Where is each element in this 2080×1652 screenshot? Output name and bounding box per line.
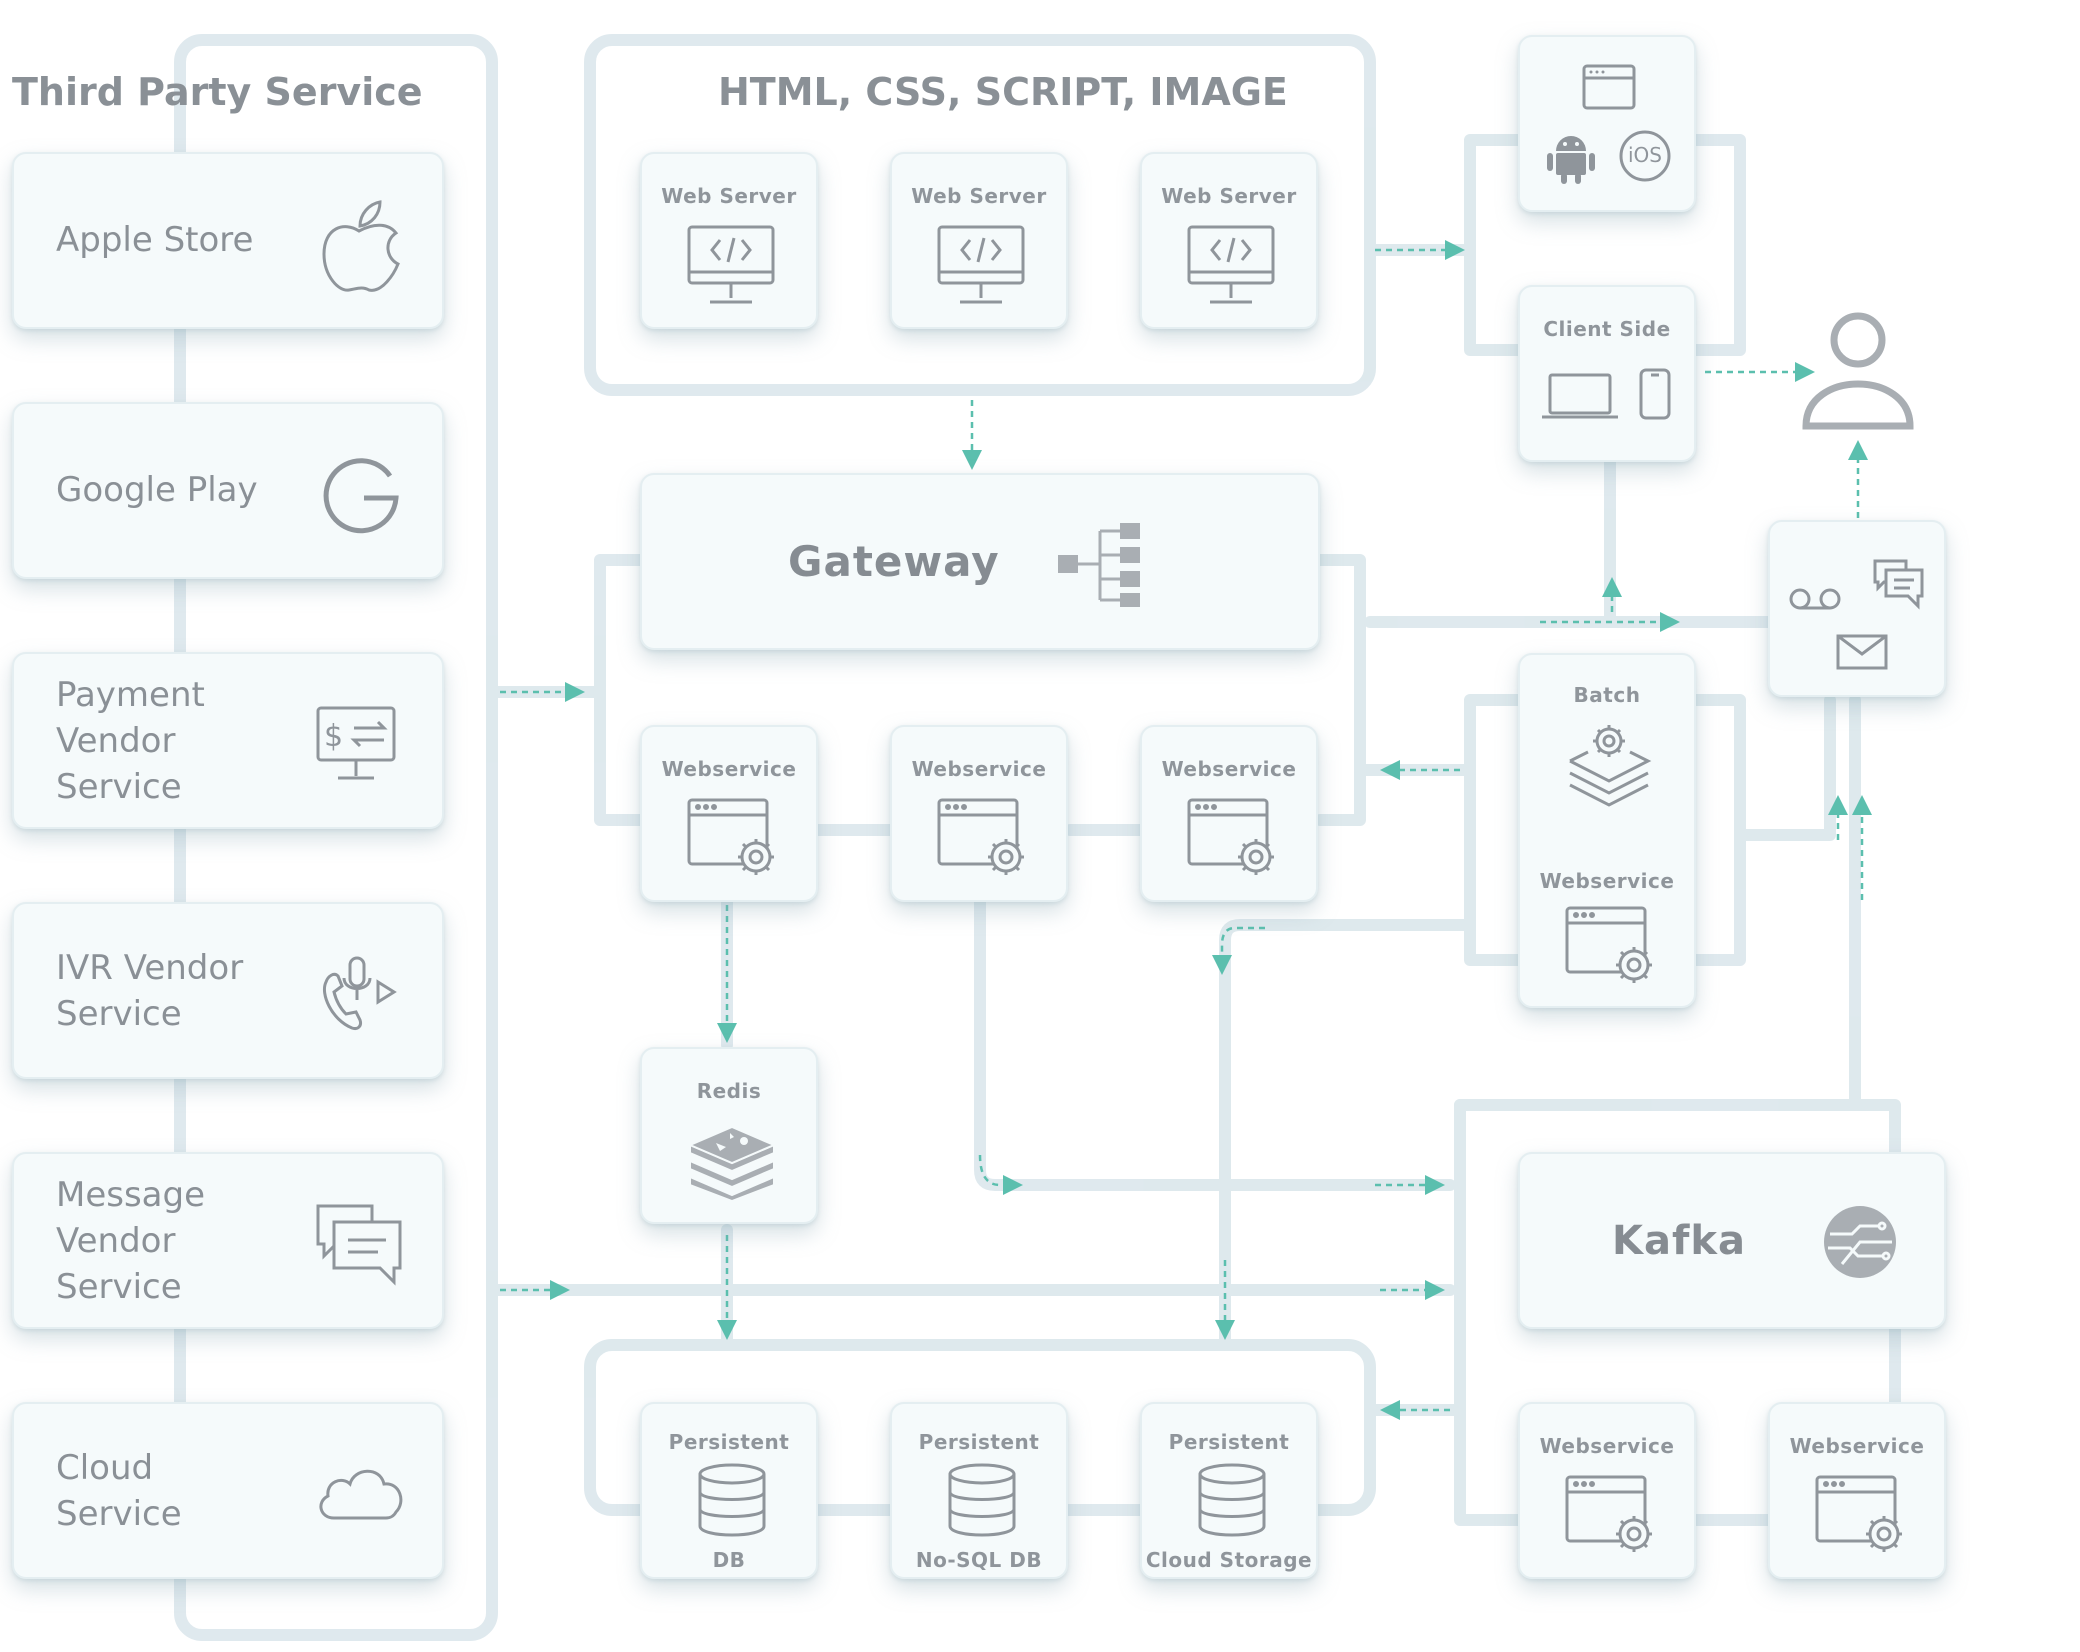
client-side-card[interactable]: Client Side — [1518, 285, 1696, 462]
kafka-webservice-card-2[interactable]: Webservice — [1768, 1402, 1946, 1579]
webservice-label: Webservice — [911, 757, 1047, 781]
payment-vendor-card[interactable]: Payment Vendor Service $ — [12, 652, 444, 829]
ios-text: iOS — [1628, 143, 1662, 167]
persistent-type-label: DB — [712, 1548, 746, 1572]
web-server-label: Web Server — [661, 184, 797, 208]
window-gear-icon — [1564, 905, 1656, 985]
layers-gear-icon — [1566, 721, 1652, 809]
web-server-label: Web Server — [911, 184, 1047, 208]
gateway-card[interactable]: Gateway — [640, 473, 1320, 650]
web-server-label: Web Server — [1161, 184, 1297, 208]
batch-webservice-label: Webservice — [1539, 869, 1675, 893]
service-label: Apple Store — [56, 220, 254, 260]
service-label: Message Vendor Service — [56, 1175, 206, 1307]
webservice-label: Webservice — [661, 757, 797, 781]
database-icon — [946, 1462, 1018, 1538]
persistent-type-label: No-SQL DB — [915, 1548, 1043, 1572]
kafka-label: Kafka — [1612, 1218, 1746, 1264]
notifications-card[interactable] — [1768, 520, 1946, 697]
google-icon — [322, 454, 402, 534]
cloud-icon — [314, 1462, 408, 1522]
service-label: IVR Vendor Service — [56, 948, 244, 1034]
webservice-card-1[interactable]: Webservice — [640, 725, 818, 902]
persistent-label: Persistent — [918, 1430, 1040, 1454]
apple-store-card[interactable]: Apple Store — [12, 152, 444, 329]
web-server-card-3[interactable]: Web Server — [1140, 152, 1318, 329]
redis-card[interactable]: Redis — [640, 1047, 818, 1224]
persistent-nosql-card[interactable]: Persistent No-SQL DB — [890, 1402, 1068, 1579]
chat-bubbles-icon — [314, 1202, 404, 1286]
kafka-card[interactable]: Kafka — [1518, 1152, 1946, 1329]
redis-label: Redis — [696, 1079, 762, 1103]
redis-icon — [686, 1121, 778, 1203]
batch-label: Batch — [1573, 683, 1641, 707]
browser-window-icon — [1582, 64, 1636, 110]
payment-terminal-icon: $ — [314, 704, 398, 782]
web-server-card-2[interactable]: Web Server — [890, 152, 1068, 329]
webservice-label: Webservice — [1161, 757, 1297, 781]
persistent-db-card[interactable]: Persistent DB — [640, 1402, 818, 1579]
batch-card[interactable]: Batch Webservice — [1518, 653, 1696, 1008]
laptop-icon — [1540, 371, 1620, 421]
webservice-label: Webservice — [1789, 1434, 1925, 1458]
window-gear-icon — [936, 797, 1028, 877]
monitor-code-icon — [1186, 224, 1276, 306]
web-server-card-1[interactable]: Web Server — [640, 152, 818, 329]
persistent-cloud-storage-card[interactable]: Persistent Cloud Storage — [1140, 1402, 1318, 1579]
chat-icon — [1872, 558, 1926, 610]
mail-icon — [1836, 634, 1888, 670]
static-assets-section-title: HTML, CSS, SCRIPT, IMAGE — [718, 70, 1288, 114]
ivr-vendor-card[interactable]: IVR Vendor Service — [12, 902, 444, 1079]
android-icon — [1546, 129, 1596, 185]
persistent-type-label: Cloud Storage — [1145, 1548, 1313, 1572]
phone-mic-icon — [314, 954, 404, 1034]
persistent-label: Persistent — [668, 1430, 790, 1454]
hierarchy-icon — [1056, 519, 1146, 609]
kafka-webservice-card-1[interactable]: Webservice — [1518, 1402, 1696, 1579]
third-party-section-title: Third Party Service — [12, 70, 423, 114]
monitor-code-icon — [936, 224, 1026, 306]
gateway-label: Gateway — [788, 537, 1000, 586]
webservice-card-2[interactable]: Webservice — [890, 725, 1068, 902]
message-vendor-card[interactable]: Message Vendor Service — [12, 1152, 444, 1329]
monitor-code-icon — [686, 224, 776, 306]
apple-icon — [314, 196, 404, 296]
svg-text:$: $ — [324, 719, 343, 754]
user-icon — [1800, 310, 1916, 432]
database-icon — [696, 1462, 768, 1538]
ios-icon: iOS — [1618, 129, 1672, 183]
service-label: Google Play — [56, 470, 258, 510]
kafka-icon — [1822, 1204, 1898, 1280]
service-label: Payment Vendor Service — [56, 675, 205, 807]
window-gear-icon — [1564, 1474, 1656, 1554]
voicemail-icon — [1788, 584, 1842, 614]
window-gear-icon — [1814, 1474, 1906, 1554]
window-gear-icon — [1186, 797, 1278, 877]
client-side-label: Client Side — [1543, 317, 1671, 341]
window-gear-icon — [686, 797, 778, 877]
webservice-card-3[interactable]: Webservice — [1140, 725, 1318, 902]
service-label: Cloud Service — [56, 1448, 182, 1534]
cloud-service-card[interactable]: Cloud Service — [12, 1402, 444, 1579]
platforms-card[interactable]: iOS — [1518, 35, 1696, 212]
webservice-label: Webservice — [1539, 1434, 1675, 1458]
persistent-label: Persistent — [1168, 1430, 1290, 1454]
google-play-card[interactable]: Google Play — [12, 402, 444, 579]
mobile-phone-icon — [1638, 367, 1672, 421]
database-icon — [1196, 1462, 1268, 1538]
